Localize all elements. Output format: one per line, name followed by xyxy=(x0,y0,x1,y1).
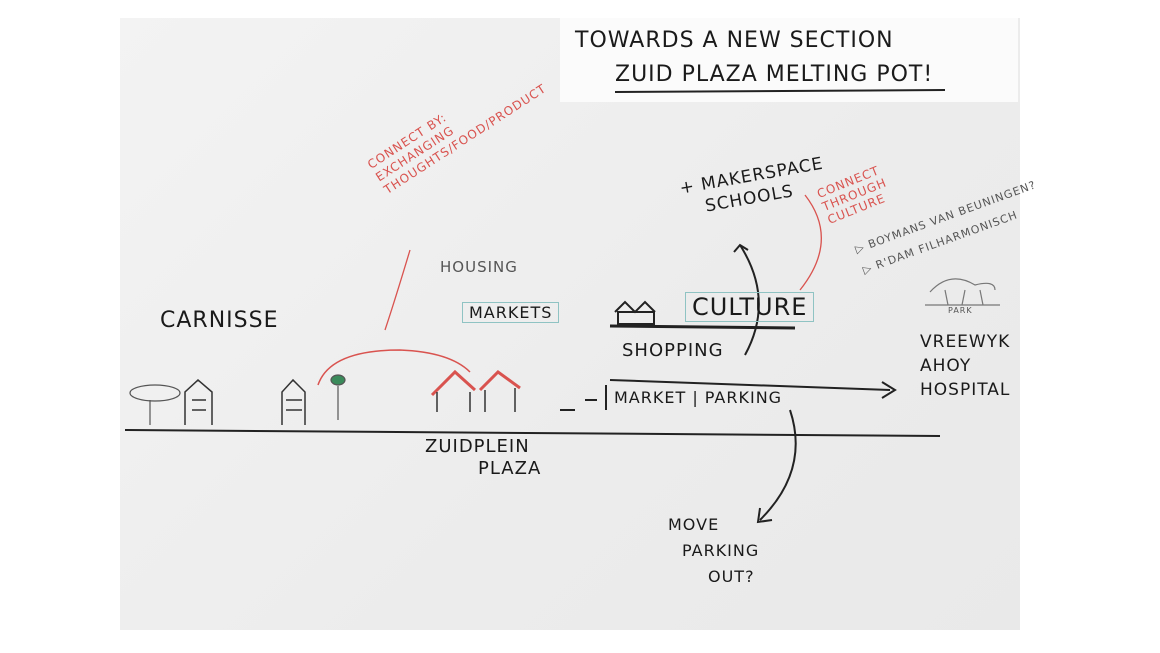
title-line-2: Zuid Plaza Melting Pot! xyxy=(615,62,934,87)
move-parking-note: Move parking out? xyxy=(668,512,759,590)
culture-label: Culture xyxy=(685,292,815,322)
zuidplein-label: Zuidplein xyxy=(425,436,530,457)
housing-label: Housing xyxy=(440,258,518,276)
hospital-label: Hospital xyxy=(920,380,1011,400)
shopping-label: Shopping xyxy=(622,340,724,361)
ground-line xyxy=(124,429,941,437)
carnisse-label: Carnisse xyxy=(160,308,279,333)
culture-house-icon xyxy=(614,300,656,325)
market-parking-label: Market | parking xyxy=(614,388,783,407)
house-icon xyxy=(184,378,306,425)
red-arrow-culture xyxy=(799,194,822,291)
arrow-shopping-to-schools xyxy=(733,243,760,356)
arrow-move-parking xyxy=(756,409,797,524)
park-icon xyxy=(925,278,1000,306)
ahoy-label: Ahoy xyxy=(920,356,972,376)
culture-base-line xyxy=(609,324,796,330)
arrow-to-hospital xyxy=(609,379,897,399)
title-area xyxy=(560,18,1018,102)
tree-icon xyxy=(129,374,346,425)
title-underline xyxy=(614,89,946,93)
red-arrow-exchange xyxy=(384,249,411,331)
park-label: Park xyxy=(948,306,973,315)
vreewyk-label: Vreewyk xyxy=(920,332,1011,352)
market-bracket xyxy=(560,385,607,411)
paper-sheet xyxy=(120,18,1020,630)
plaza-label: Plaza xyxy=(478,458,542,479)
market-stall-icon xyxy=(430,369,521,412)
note-line: out? xyxy=(708,567,755,586)
destinations: Vreewyk Ahoy Hospital xyxy=(920,330,1010,402)
markets-label: Markets xyxy=(462,302,560,323)
red-arrow-to-market xyxy=(317,349,471,386)
note-line: Move xyxy=(668,515,720,534)
note-line: parking xyxy=(682,541,760,560)
title-line-1: Towards a new section xyxy=(575,28,894,53)
